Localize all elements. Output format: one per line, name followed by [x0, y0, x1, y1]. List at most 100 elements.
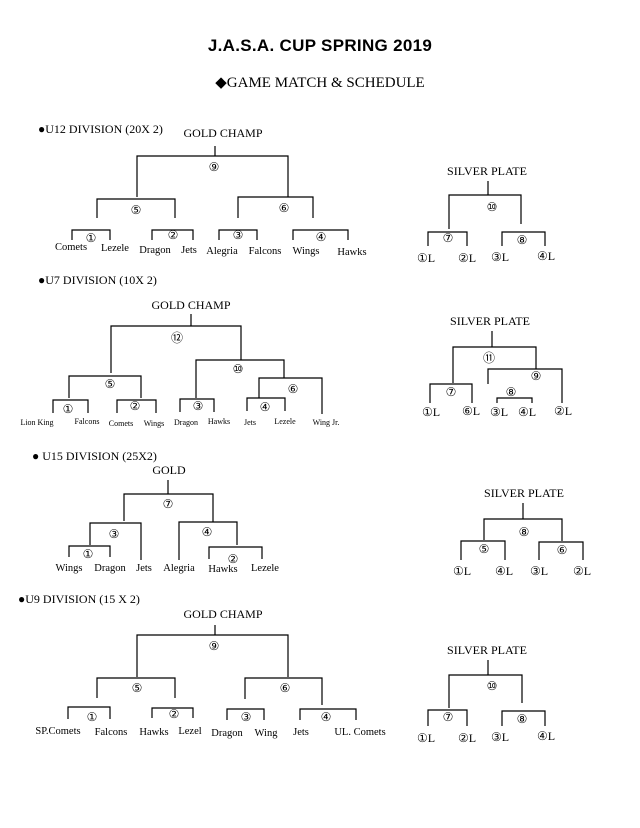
u12-silver-label: SILVER PLATE: [447, 164, 527, 178]
u15-team-dragon: Dragon: [94, 563, 126, 574]
u7-team-falcons: Falcons: [75, 417, 100, 426]
u7-section: ●U7 DIVISION (10X 2) GOLD CHAMP ⑫ ⑩ ⑤ ⑥ …: [20, 273, 572, 428]
u9-silver-entrant-3L: ③L: [491, 730, 509, 744]
u12-team-falcons: Falcons: [249, 246, 282, 257]
u7-team-lezele: Lezele: [274, 417, 296, 426]
u15-team-hawks: Hawks: [208, 564, 237, 575]
u12-team-comets: Comets: [55, 242, 87, 253]
u12-section: ●U12 DIVISION (20X 2) GOLD CHAMP ⑨ ⑤ ⑥ ①…: [38, 122, 555, 265]
u9-division-heading: ●U9 DIVISION (15 X 2): [18, 592, 140, 606]
u12-match-3: ③: [233, 228, 244, 242]
u15-gold-label: GOLD: [152, 463, 186, 477]
u12-silver-entrant-3L: ③L: [491, 250, 509, 264]
u7-team-comets: Comets: [109, 419, 133, 428]
u12-team-hawks: Hawks: [337, 247, 366, 258]
u15-match-3: ③: [109, 527, 120, 541]
page-title: J.A.S.A. CUP SPRING 2019: [207, 36, 433, 55]
u15-silver-entrant-2L: ②L: [573, 564, 591, 578]
u12-match-4: ④: [316, 230, 327, 244]
u9-team-falcons: Falcons: [95, 727, 128, 738]
u7-silver-match-11: ⑪: [483, 351, 495, 365]
u12-silver-bracket-lines: [427, 181, 546, 246]
u9-silver-entrant-4L: ④L: [537, 729, 555, 743]
u9-team-jets: Jets: [293, 727, 309, 738]
u7-match-3: ③: [193, 399, 204, 413]
u9-match-9: ⑨: [209, 639, 220, 653]
u15-section: ● U15 DIVISION (25X2) GOLD ⑦ ③ ④ ① ② Win…: [32, 449, 591, 578]
u9-team-dragon: Dragon: [211, 728, 243, 739]
u15-team-jets: Jets: [136, 563, 152, 574]
u12-match-1: ①: [86, 231, 97, 245]
u12-match-6: ⑥: [279, 201, 290, 215]
u9-gold-bracket-lines: [67, 625, 357, 720]
u12-team-jets: Jets: [181, 245, 197, 256]
u12-silver-entrant-2L: ②L: [458, 251, 476, 265]
u7-silver-match-7: ⑦: [446, 385, 457, 399]
u7-silver-label: SILVER PLATE: [450, 314, 530, 328]
u12-match-2: ②: [168, 228, 179, 242]
u7-match-2: ②: [130, 399, 141, 413]
u12-gold-bracket-lines: [71, 146, 349, 240]
u9-match-5: ⑤: [132, 681, 143, 695]
u7-silver-entrant-3L: ③L: [490, 405, 508, 419]
u12-division-heading: ●U12 DIVISION (20X 2): [38, 122, 163, 136]
u15-match-4: ④: [202, 525, 213, 539]
u9-match-4: ④: [321, 710, 332, 724]
u9-silver-match-8: ⑧: [517, 712, 528, 726]
u12-gold-label: GOLD CHAMP: [183, 126, 262, 140]
u9-team-sp-comets: SP.Comets: [35, 726, 80, 737]
u15-gold-bracket-lines: [68, 480, 263, 560]
u15-silver-bracket-lines: [460, 503, 584, 560]
u9-team-lezel: Lezel: [178, 726, 201, 737]
u9-section: ●U9 DIVISION (15 X 2) GOLD CHAMP ⑨ ⑤ ⑥ ①…: [18, 592, 555, 745]
u9-team-wing: Wing: [255, 728, 279, 739]
u9-team-ul-comets: UL. Comets: [334, 727, 385, 738]
u15-match-2: ②: [228, 552, 239, 566]
u12-silver-entrant-4L: ④L: [537, 249, 555, 263]
u9-silver-match-7: ⑦: [443, 710, 454, 724]
u9-silver-label: SILVER PLATE: [447, 643, 527, 657]
u7-team-lion-king: Lion King: [20, 418, 53, 427]
u7-silver-bracket-lines: [429, 331, 563, 403]
u12-silver-match-8: ⑧: [517, 233, 528, 247]
u15-silver-match-6: ⑥: [557, 543, 568, 557]
u7-match-6: ⑥: [288, 382, 299, 396]
u7-match-10: ⑩: [233, 362, 244, 376]
u9-match-1: ①: [87, 710, 98, 724]
u12-team-lezele: Lezele: [101, 243, 129, 254]
u7-silver-entrant-2L: ②L: [554, 404, 572, 418]
u9-match-2: ②: [169, 707, 180, 721]
u7-team-wings: Wings: [144, 419, 165, 428]
u9-gold-label: GOLD CHAMP: [183, 607, 262, 621]
u7-gold-label: GOLD CHAMP: [151, 298, 230, 312]
u7-silver-entrant-1L: ①L: [422, 405, 440, 419]
u15-team-alegria: Alegria: [163, 563, 195, 574]
u12-match-9: ⑨: [209, 160, 220, 174]
u7-division-heading: ●U7 DIVISION (10X 2): [38, 273, 157, 287]
u15-silver-label: SILVER PLATE: [484, 486, 564, 500]
u7-silver-entrant-4L: ④L: [518, 405, 536, 419]
u7-team-wing-jr: Wing Jr.: [313, 418, 340, 427]
u15-division-heading: ● U15 DIVISION (25X2): [32, 449, 157, 463]
u9-match-3: ③: [241, 710, 252, 724]
u15-silver-match-5: ⑤: [479, 542, 490, 556]
u9-silver-match-10: ⑩: [487, 679, 498, 693]
page-subtitle: ◆GAME MATCH & SCHEDULE: [215, 75, 425, 91]
u12-team-wings: Wings: [293, 246, 320, 257]
u15-match-1: ①: [83, 547, 94, 561]
u7-team-dragon: Dragon: [174, 418, 198, 427]
u7-match-12: ⑫: [171, 331, 183, 345]
u15-team-wings: Wings: [56, 563, 83, 574]
u7-silver-entrant-6L: ⑥L: [462, 404, 480, 418]
u15-match-7: ⑦: [163, 497, 174, 511]
u15-silver-entrant-1L: ①L: [453, 564, 471, 578]
u12-match-5: ⑤: [131, 203, 142, 217]
u15-silver-match-8: ⑧: [519, 525, 530, 539]
u7-gold-bracket-lines: [52, 314, 323, 414]
u7-team-hawks: Hawks: [208, 417, 230, 426]
u9-silver-entrant-1L: ①L: [417, 731, 435, 745]
u7-silver-match-8: ⑧: [506, 385, 517, 399]
u12-team-dragon: Dragon: [139, 245, 171, 256]
